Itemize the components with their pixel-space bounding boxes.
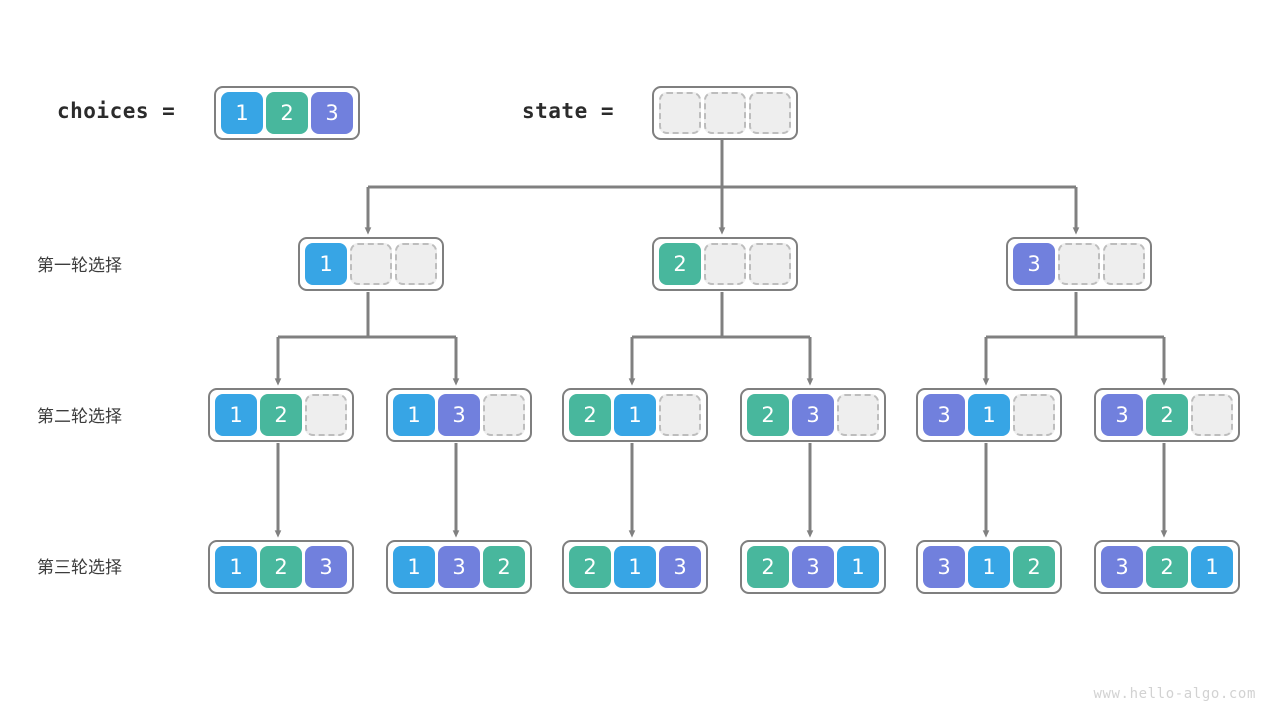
node-round2-1: 1 3 <box>386 388 532 442</box>
node-cell: 2 <box>747 546 789 588</box>
row-label-round-2: 第二轮选择 <box>37 407 122 427</box>
node-cell: 1 <box>837 546 879 588</box>
node-cell: 3 <box>1101 546 1143 588</box>
node-cell <box>1191 394 1233 436</box>
node-cell <box>1103 243 1145 285</box>
node-round3-2: 2 1 3 <box>562 540 708 594</box>
node-round2-4: 3 1 <box>916 388 1062 442</box>
node-cell: 3 <box>792 394 834 436</box>
node-cell: 1 <box>215 546 257 588</box>
node-cell: 3 <box>923 546 965 588</box>
node-cell <box>837 394 879 436</box>
node-cell: 3 <box>438 394 480 436</box>
node-cell: 3 <box>923 394 965 436</box>
node-cell: 3 <box>792 546 834 588</box>
node-cell: 3 <box>1013 243 1055 285</box>
node-cell: 2 <box>569 394 611 436</box>
state-cell-1 <box>704 92 746 134</box>
node-cell: 2 <box>260 394 302 436</box>
node-cell: 2 <box>569 546 611 588</box>
node-cell: 3 <box>438 546 480 588</box>
choices-cell-1: 2 <box>266 92 308 134</box>
choices-cell-0: 1 <box>221 92 263 134</box>
node-round2-3: 2 3 <box>740 388 886 442</box>
node-cell: 2 <box>1013 546 1055 588</box>
node-cell: 1 <box>393 394 435 436</box>
node-round2-2: 2 1 <box>562 388 708 442</box>
node-cell: 3 <box>659 546 701 588</box>
node-round3-1: 1 3 2 <box>386 540 532 594</box>
node-cell: 2 <box>1146 546 1188 588</box>
node-cell: 1 <box>393 546 435 588</box>
node-cell <box>659 394 701 436</box>
choices-label: choices = <box>57 99 176 123</box>
node-round2-5: 3 2 <box>1094 388 1240 442</box>
row-label-round-1: 第一轮选择 <box>37 256 122 276</box>
node-cell <box>749 243 791 285</box>
row-label-round-3: 第三轮选择 <box>37 558 122 578</box>
node-round3-0: 1 2 3 <box>208 540 354 594</box>
state-label: state = <box>522 99 615 123</box>
node-cell: 2 <box>483 546 525 588</box>
node-round1-0: 1 <box>298 237 444 291</box>
node-cell: 2 <box>659 243 701 285</box>
choices-cell-2: 3 <box>311 92 353 134</box>
state-cell-0 <box>659 92 701 134</box>
state-cell-2 <box>749 92 791 134</box>
node-cell <box>1058 243 1100 285</box>
choices-array: 1 2 3 <box>214 86 360 140</box>
node-cell <box>305 394 347 436</box>
node-round1-1: 2 <box>652 237 798 291</box>
node-cell: 2 <box>1146 394 1188 436</box>
watermark: www.hello-algo.com <box>1093 686 1256 702</box>
node-cell: 3 <box>1101 394 1143 436</box>
node-round2-0: 1 2 <box>208 388 354 442</box>
node-cell: 1 <box>215 394 257 436</box>
node-cell <box>395 243 437 285</box>
state-array-root <box>652 86 798 140</box>
node-cell: 1 <box>614 546 656 588</box>
node-cell: 1 <box>614 394 656 436</box>
node-cell <box>1013 394 1055 436</box>
node-cell: 2 <box>747 394 789 436</box>
node-cell: 2 <box>260 546 302 588</box>
node-round3-4: 3 1 2 <box>916 540 1062 594</box>
node-round1-2: 3 <box>1006 237 1152 291</box>
node-cell <box>483 394 525 436</box>
node-cell <box>704 243 746 285</box>
node-cell: 1 <box>968 546 1010 588</box>
node-round3-3: 2 3 1 <box>740 540 886 594</box>
node-cell: 3 <box>305 546 347 588</box>
node-cell: 1 <box>1191 546 1233 588</box>
node-cell <box>350 243 392 285</box>
node-cell: 1 <box>968 394 1010 436</box>
node-cell: 1 <box>305 243 347 285</box>
node-round3-5: 3 2 1 <box>1094 540 1240 594</box>
